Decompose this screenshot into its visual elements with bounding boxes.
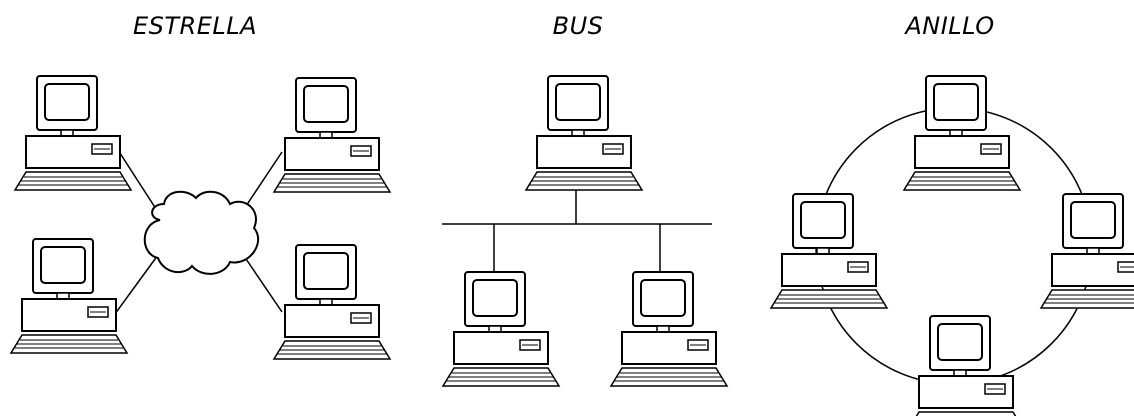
star-connection-lines — [111, 149, 283, 319]
star-computer-top-left — [14, 75, 132, 191]
title-estrella: ESTRELLA — [132, 12, 258, 40]
cloud-icon — [143, 190, 260, 275]
star-topology — [10, 75, 391, 360]
star-computer-bottom-left — [10, 238, 128, 354]
ring-computer-left — [770, 193, 888, 309]
star-computer-top-right — [273, 77, 391, 193]
bus-computer-bottom-left — [442, 271, 560, 387]
title-bus: BUS — [552, 12, 604, 40]
ring-computer-right — [1040, 193, 1134, 309]
bus-lines — [442, 180, 712, 274]
ring-computer-top — [903, 75, 1021, 191]
bus-computer-top — [525, 75, 643, 191]
ring-topology — [770, 75, 1134, 416]
bus-topology — [442, 75, 728, 387]
star-computer-bottom-right — [273, 244, 391, 360]
ring-computer-bottom — [907, 315, 1025, 416]
title-anillo: ANILLO — [905, 12, 995, 40]
bus-computer-bottom-right — [610, 271, 728, 387]
